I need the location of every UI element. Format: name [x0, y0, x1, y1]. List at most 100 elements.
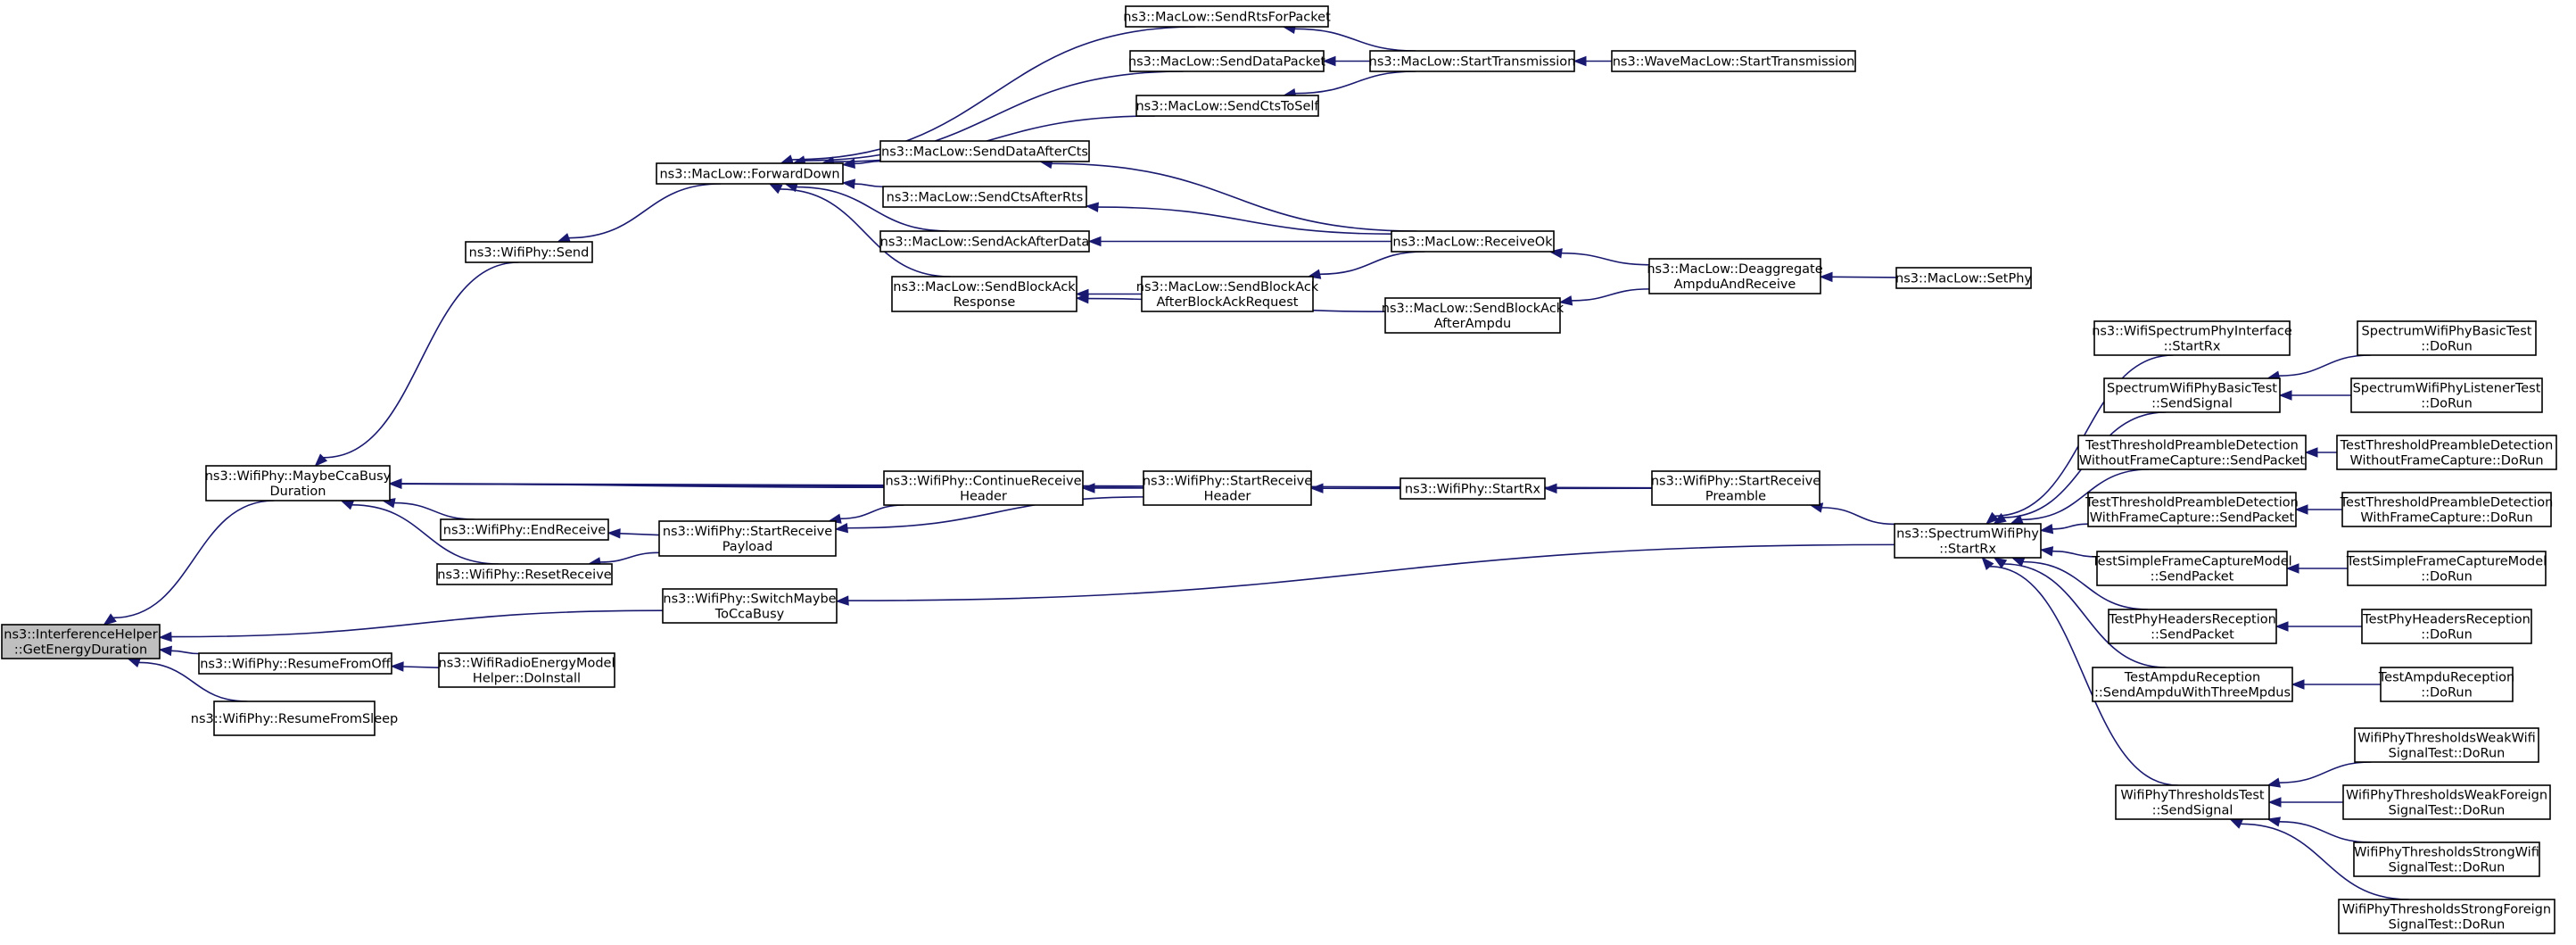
edge-line: [854, 160, 881, 165]
edge-line: [619, 532, 660, 536]
node-box: [1611, 50, 1856, 72]
node-box: [436, 563, 613, 585]
node-box: [465, 241, 593, 263]
edge-send-cts-after-rts-to-forward-down: [841, 178, 884, 189]
node-send-data-after-cts[interactable]: ns3::MacLow::SendDataAfterCts: [879, 140, 1090, 162]
node-box: [883, 470, 1084, 506]
node-weak-wifi[interactable]: WifiPhyThresholdsWeakWifiSignalTest::DoR…: [2354, 727, 2539, 763]
node-spec-basic-send[interactable]: SpectrumWifiPhyBasicTest::SendSignal: [2103, 377, 2281, 413]
node-label-line: AfterAmpdu: [1434, 317, 1511, 331]
arrowhead: [1085, 202, 1099, 212]
edge-set-phy-to-deaggregate: [1819, 271, 1897, 283]
node-resume-from-sleep[interactable]: ns3::WifiPhy::ResumeFromSleep: [191, 700, 399, 736]
node-strong-foreign[interactable]: WifiPhyThresholdsStrongForeignSignalTest…: [2338, 899, 2555, 934]
arrowhead: [103, 613, 117, 626]
node-simple-fcdo-run[interactable]: TestSimpleFrameCaptureModel::DoRun: [2346, 551, 2547, 586]
node-send-block-ack-after-bar[interactable]: ns3::MacLow::SendBlockAckAfterBlockAckRe…: [1136, 276, 1319, 312]
node-box: [882, 186, 1087, 208]
node-simple-fc[interactable]: TestSimpleFrameCaptureModel::SendPacket: [2091, 551, 2292, 586]
node-root[interactable]: ns3::InterferenceHelper::GetEnergyDurati…: [1, 624, 161, 659]
node-box: [879, 140, 1090, 162]
node-label-line: ns3::MacLow::SetPhy: [1895, 272, 2032, 286]
node-label-line: ToCcaBusy: [714, 608, 785, 622]
node-spec-basic-do-run[interactable]: SpectrumWifiPhyBasicTest::DoRun: [2357, 320, 2537, 356]
node-radio-energy[interactable]: ns3::WifiRadioEnergyModelHelper::DoInsta…: [438, 652, 615, 688]
node-wifi-send[interactable]: ns3::WifiPhy::Send: [465, 241, 593, 263]
node-weak-foreign[interactable]: WifiPhyThresholdsWeakForeignSignalTest::…: [2342, 784, 2551, 820]
node-label-line: ns3::WifiSpectrumPhyInterface: [2092, 325, 2292, 339]
node-label-line: TestPhyHeadersReception: [2362, 613, 2531, 627]
edge-send-data-after-cts-to-forward-down: [841, 158, 881, 170]
node-ampdu-do-run[interactable]: TestAmpduReception::DoRun: [2378, 667, 2514, 702]
node-receive-ok[interactable]: ns3::MacLow::ReceiveOk: [1391, 230, 1555, 253]
node-label-line: ns3::WifiPhy::ResetReceive: [437, 568, 612, 583]
node-label-line: ns3::WifiPhy::Send: [469, 246, 590, 261]
node-tpd-without-do-run[interactable]: TestThresholdPreambleDetectionWithoutFra…: [2336, 435, 2557, 470]
node-label-line: ns3::SpectrumWifiPhy: [1896, 527, 2039, 542]
node-ampdu-recv[interactable]: TestAmpduReception::SendAmpduWithThreeMp…: [2092, 667, 2293, 702]
edge-line: [854, 183, 884, 188]
node-label-line: ns3::WaveMacLow::StartTransmission: [1613, 55, 1855, 70]
node-spec-if-start-rx[interactable]: ns3::WifiSpectrumPhyInterface::StartRx: [2092, 320, 2292, 356]
node-label-line: ns3::WifiPhy::EndReceive: [443, 524, 607, 538]
node-resume-from-off[interactable]: ns3::WifiPhy::ResumeFromOff: [198, 652, 392, 675]
node-forward-down[interactable]: ns3::MacLow::ForwardDown: [656, 162, 844, 185]
node-label-line: SignalTest::DoRun: [2389, 918, 2506, 933]
node-box: [1895, 267, 2032, 289]
node-wave-start-transmission[interactable]: ns3::WaveMacLow::StartTransmission: [1611, 50, 1856, 72]
node-send-rts-for-packet[interactable]: ns3::MacLow::SendRtsForPacket: [1123, 5, 1331, 28]
node-label-line: ::DoRun: [2421, 686, 2473, 700]
node-label-line: ns3::MacLow::ReceiveOk: [1392, 236, 1553, 250]
node-box: [2093, 320, 2291, 356]
node-reset-receive[interactable]: ns3::WifiPhy::ResetReceive: [436, 563, 613, 585]
arrowhead: [1543, 483, 1557, 494]
edge-line: [847, 543, 1895, 601]
arrowhead: [1558, 295, 1573, 306]
node-tpd-with-do-run[interactable]: TestThresholdPreambleDetectionWithFrameC…: [2340, 492, 2554, 527]
edge-wifi-start-rx-to-start-recv-header: [1309, 483, 1401, 493]
node-tpd-without[interactable]: TestThresholdPreambleDetectionWithoutFra…: [2077, 435, 2307, 470]
node-start-transmission[interactable]: ns3::MacLow::StartTransmission: [1369, 50, 1576, 72]
node-send-ack-after-data[interactable]: ns3::MacLow::SendAckAfterData: [879, 230, 1090, 253]
node-end-receive[interactable]: ns3::WifiPhy::EndReceive: [440, 518, 609, 541]
node-label-line: SpectrumWifiPhyBasicTest: [2107, 382, 2277, 396]
edge-line: [568, 183, 722, 239]
node-label-line: AmpduAndReceive: [1674, 278, 1796, 292]
node-spec-listener-do-run[interactable]: SpectrumWifiPhyListenerTest::DoRun: [2350, 377, 2543, 413]
node-label-line: SpectrumWifiPhyListenerTest: [2353, 382, 2541, 396]
edge-wifi-send-to-maybe-cca: [314, 261, 519, 467]
node-strong-wifi[interactable]: WifiPhyThresholdsStrongWifiSignalTest::D…: [2353, 841, 2540, 877]
node-send-data-packet[interactable]: ns3::MacLow::SendDataPacket: [1128, 50, 1326, 72]
edge-line: [1052, 162, 1417, 232]
node-label-line: TestAmpduReception: [2378, 671, 2514, 685]
node-tpd-with[interactable]: TestThresholdPreambleDetectionWithFrameC…: [2085, 492, 2299, 527]
node-spectrum-start-rx[interactable]: ns3::SpectrumWifiPhy::StartRx: [1894, 523, 2042, 559]
edge-simple-fc-to-spectrum-start-rx: [2039, 546, 2098, 558]
edge-line: [323, 261, 519, 459]
node-label-line: WithFrameCapture::DoRun: [2360, 511, 2532, 526]
node-headers-do-run[interactable]: TestPhyHeadersReception::DoRun: [2361, 609, 2532, 644]
node-send-cts-to-self[interactable]: ns3::MacLow::SendCtsToSelf: [1135, 95, 1319, 117]
node-headers-recv[interactable]: TestPhyHeadersReception::SendPacket: [2108, 609, 2277, 644]
node-box: [2354, 727, 2539, 763]
node-thresholds-test[interactable]: WifiPhyThresholdsTest::SendSignal: [2115, 784, 2270, 820]
edge-line: [840, 504, 904, 520]
node-wifi-start-rx[interactable]: ns3::WifiPhy::StartRx: [1399, 477, 1546, 500]
node-label-line: WithFrameCapture::SendPacket: [2090, 511, 2295, 526]
node-label-line: ns3::MacLow::SendRtsForPacket: [1123, 11, 1331, 25]
node-send-cts-after-rts[interactable]: ns3::MacLow::SendCtsAfterRts: [882, 186, 1087, 208]
node-label-line: TestPhyHeadersReception: [2108, 613, 2276, 627]
node-label-line: Header: [1204, 490, 1251, 504]
edge-line: [780, 188, 951, 278]
edge-receive-ok-to-send-cts-after-rts: [1085, 202, 1392, 235]
node-set-phy[interactable]: ns3::MacLow::SetPhy: [1895, 267, 2032, 289]
